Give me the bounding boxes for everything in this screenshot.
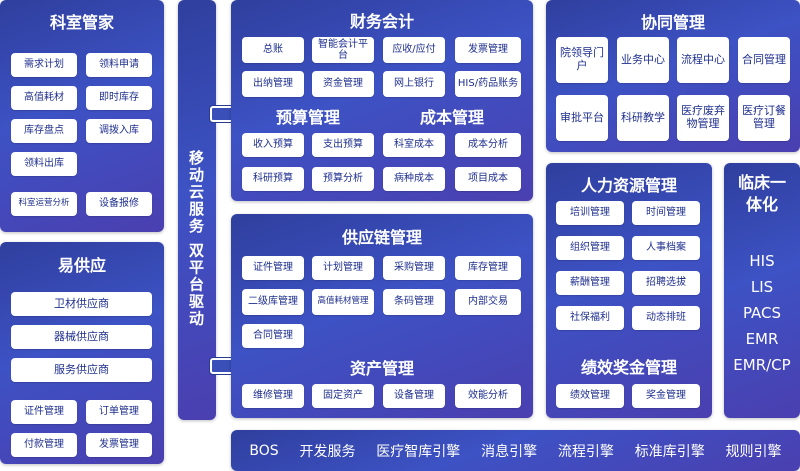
bottom-bar: BOS 开发服务 医疗智库引擎 消息引擎 流程引擎 标准库引擎 规则引擎 xyxy=(231,430,800,471)
jixiao-item-1[interactable]: 奖金管理 xyxy=(632,384,700,408)
gongying-item-1[interactable]: 计划管理 xyxy=(312,256,374,280)
xietong-item-6[interactable]: 医疗废弃物管理 xyxy=(677,95,729,141)
renli-item-0[interactable]: 培训管理 xyxy=(556,201,624,225)
chengben-item-0[interactable]: 科室成本 xyxy=(383,133,445,157)
caiwu-item-7[interactable]: HIS/药品账务 xyxy=(455,71,521,97)
renli-item-3[interactable]: 人事档案 xyxy=(632,236,700,260)
zichan-item-0[interactable]: 维修管理 xyxy=(242,384,304,408)
xietong-item-4[interactable]: 审批平台 xyxy=(556,95,608,141)
yusuan-item-1[interactable]: 支出预算 xyxy=(312,133,374,157)
yusuan-title: 预算管理 xyxy=(275,108,340,127)
linchuang-system-0: HIS xyxy=(749,252,775,270)
caiwu-item-5[interactable]: 资金管理 xyxy=(312,71,374,97)
caiwu-item-1[interactable]: 智能会计平台 xyxy=(312,37,374,63)
renli-item-1[interactable]: 时间管理 xyxy=(632,201,700,225)
keshi-item-7[interactable]: 科室运营分析 xyxy=(11,192,77,216)
yusuan-item-2[interactable]: 科研预算 xyxy=(242,167,304,191)
yigongying-item-5[interactable]: 付款管理 xyxy=(11,433,77,457)
gongying-item-0[interactable]: 证件管理 xyxy=(242,256,304,280)
caiwu-item-4[interactable]: 出纳管理 xyxy=(242,71,304,97)
gongying-item-5[interactable]: 高值耗材管理 xyxy=(312,289,374,315)
gongying-item-6[interactable]: 条码管理 xyxy=(383,289,445,315)
keshi-item-1[interactable]: 领料申请 xyxy=(86,53,152,77)
gongying-title: 供应链管理 xyxy=(341,228,422,247)
linchuang-panel xyxy=(724,163,800,418)
renli-title: 人力资源管理 xyxy=(580,176,677,195)
caiwu-item-0[interactable]: 总账 xyxy=(242,37,304,63)
yusuan-item-3[interactable]: 预算分析 xyxy=(312,167,374,191)
chengben-item-1[interactable]: 成本分析 xyxy=(455,133,521,157)
chengben-item-3[interactable]: 项目成本 xyxy=(455,167,521,191)
keshi-item-8[interactable]: 设备报修 xyxy=(86,192,152,216)
zichan-item-3[interactable]: 效能分析 xyxy=(455,384,521,408)
keshi-title: 科室管家 xyxy=(49,13,114,32)
renli-item-2[interactable]: 组织管理 xyxy=(556,236,624,260)
zichan-title: 资产管理 xyxy=(349,359,414,378)
bottom-item-bos: BOS xyxy=(249,442,279,459)
linchuang-system-4: EMR/CP xyxy=(733,356,791,374)
caiwu-item-2[interactable]: 应收/应付 xyxy=(383,37,445,63)
gongying-item-3[interactable]: 库存管理 xyxy=(455,256,521,280)
xietong-item-1[interactable]: 业务中心 xyxy=(617,37,669,83)
caiwu-item-3[interactable]: 发票管理 xyxy=(455,37,521,63)
middle-bar xyxy=(178,0,216,420)
linchuang-system-1: LIS xyxy=(750,278,774,296)
renli-item-6[interactable]: 社保福利 xyxy=(556,306,624,330)
renli-item-4[interactable]: 薪酬管理 xyxy=(556,271,624,295)
jixiao-item-0[interactable]: 绩效管理 xyxy=(556,384,624,408)
bottom-item-message: 消息引擎 xyxy=(481,443,538,460)
keshi-item-3[interactable]: 即时库存 xyxy=(86,86,152,110)
renli-item-7[interactable]: 动态排班 xyxy=(632,306,700,330)
gongying-item-4[interactable]: 二级库管理 xyxy=(242,289,304,315)
keshi-item-2[interactable]: 高值耗材 xyxy=(11,86,77,110)
bottom-item-rule: 规则引擎 xyxy=(725,443,782,460)
yusuan-item-0[interactable]: 收入预算 xyxy=(242,133,304,157)
yigongying-item-3[interactable]: 证件管理 xyxy=(11,400,77,424)
keshi-item-6[interactable]: 领料出库 xyxy=(11,152,77,176)
keshi-item-4[interactable]: 库存盘点 xyxy=(11,119,77,143)
xietong-item-7[interactable]: 医疗订餐管理 xyxy=(738,95,790,141)
renli-item-5[interactable]: 招聘选拔 xyxy=(632,271,700,295)
caiwu-item-6[interactable]: 网上银行 xyxy=(383,71,445,97)
xietong-item-2[interactable]: 流程中心 xyxy=(677,37,729,83)
xietong-item-3[interactable]: 合同管理 xyxy=(738,37,790,83)
caiwu-title: 财务会计 xyxy=(349,12,414,31)
linchuang-system-3: EMR xyxy=(745,330,779,348)
yigongying-item-1[interactable]: 器械供应商 xyxy=(11,325,152,349)
chengben-title: 成本管理 xyxy=(419,108,484,127)
zichan-item-2[interactable]: 设备管理 xyxy=(383,384,445,408)
keshi-item-5[interactable]: 调拨入库 xyxy=(86,119,152,143)
xietong-item-0[interactable]: 院领导门户 xyxy=(556,37,608,83)
bottom-item-standard: 标准库引擎 xyxy=(634,443,705,460)
linchuang-system-2: PACS xyxy=(742,304,782,322)
bottom-item-flow: 流程引擎 xyxy=(557,443,614,460)
yigongying-item-4[interactable]: 订单管理 xyxy=(86,400,152,424)
bottom-item-zhiku: 医疗智库引擎 xyxy=(376,443,461,460)
keshi-item-0[interactable]: 需求计划 xyxy=(11,53,77,77)
gongying-item-8[interactable]: 合同管理 xyxy=(242,324,304,348)
bottom-item-dev: 开发服务 xyxy=(299,443,356,460)
middle-vertical-text: 移动云服务 双平台驱动 xyxy=(187,150,205,328)
yigongying-panel xyxy=(0,242,164,464)
xietong-title: 协同管理 xyxy=(640,13,705,32)
zichan-item-1[interactable]: 固定资产 xyxy=(312,384,374,408)
jixiao-title: 绩效奖金管理 xyxy=(580,358,677,377)
yigongying-title: 易供应 xyxy=(57,256,106,275)
gongying-item-7[interactable]: 内部交易 xyxy=(455,289,521,315)
gongying-item-2[interactable]: 采购管理 xyxy=(383,256,445,280)
xietong-item-5[interactable]: 科研教学 xyxy=(617,95,669,141)
chengben-item-2[interactable]: 病种成本 xyxy=(383,167,445,191)
yigongying-item-2[interactable]: 服务供应商 xyxy=(11,358,152,382)
linchuang-title: 临床一体化 xyxy=(737,173,786,215)
yigongying-item-6[interactable]: 发票管理 xyxy=(86,433,152,457)
yigongying-item-0[interactable]: 卫材供应商 xyxy=(11,292,152,316)
